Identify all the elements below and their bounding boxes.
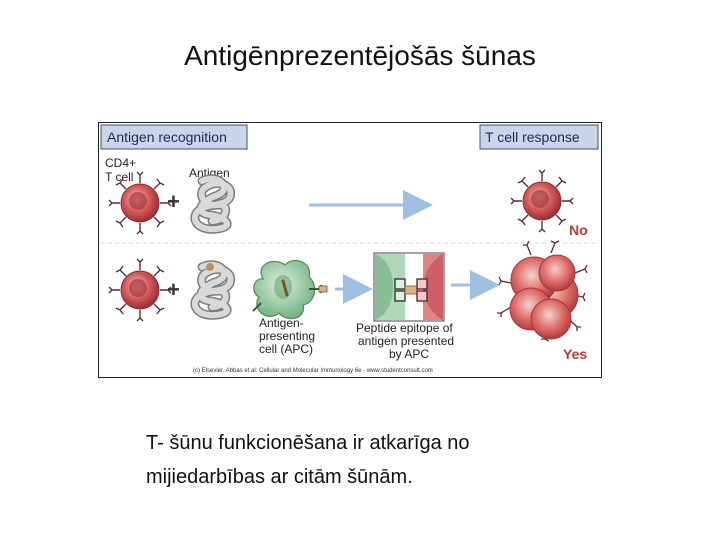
cd4-t-cell-top — [108, 171, 172, 235]
cd4-t-cell-bottom — [108, 258, 172, 322]
antigen-protein-bottom — [190, 260, 236, 320]
antigen-recognition-figure: Antigen recognition T cell response CD4+… — [98, 122, 602, 378]
epitope-label-line3: by APC — [389, 347, 429, 361]
epitope-label-line1: Peptide epitope of — [356, 321, 453, 335]
cd4-label-line1: CD4+ — [105, 156, 136, 170]
plus-sign-top: + — [167, 189, 180, 214]
apc-cell — [252, 260, 328, 320]
outcome-yes: Yes — [563, 346, 587, 362]
apc-label-line3: cell (APC) — [259, 342, 313, 356]
slide-caption: T- šūnu funkcionēšana ir atkarīga no mij… — [146, 426, 666, 494]
epitope-label-line2: antigen presented — [358, 334, 454, 348]
activated-t-cells — [497, 240, 588, 342]
tcr-mhc-inset — [373, 252, 445, 322]
caption-line-2: mijiedarbības ar citām šūnām. — [146, 466, 413, 488]
figure-canvas: Antigen recognition T cell response CD4+… — [100, 124, 599, 374]
header-left-text: Antigen recognition — [107, 129, 227, 145]
resting-t-cell — [510, 169, 574, 233]
header-right-text: T cell response — [485, 129, 580, 145]
apc-label-line2: presenting — [259, 329, 315, 343]
cd4-label-line2: T cell — [105, 170, 133, 184]
caption-line-1: T- šūnu funkcionēšana ir atkarīga no — [146, 432, 470, 454]
apc-label-line1: Antigen- — [259, 316, 304, 330]
plus-sign-bottom: + — [167, 277, 180, 302]
figure-credit: (c) Elsevier. Abbas et al: Cellular and … — [193, 368, 433, 374]
slide-title: Antigēnprezentējošās šūnas — [184, 40, 536, 71]
outcome-no: No — [569, 222, 588, 238]
antigen-protein-top — [190, 174, 236, 234]
header-antigen-recognition: Antigen recognition — [100, 124, 248, 150]
header-t-cell-response: T cell response — [479, 124, 599, 150]
